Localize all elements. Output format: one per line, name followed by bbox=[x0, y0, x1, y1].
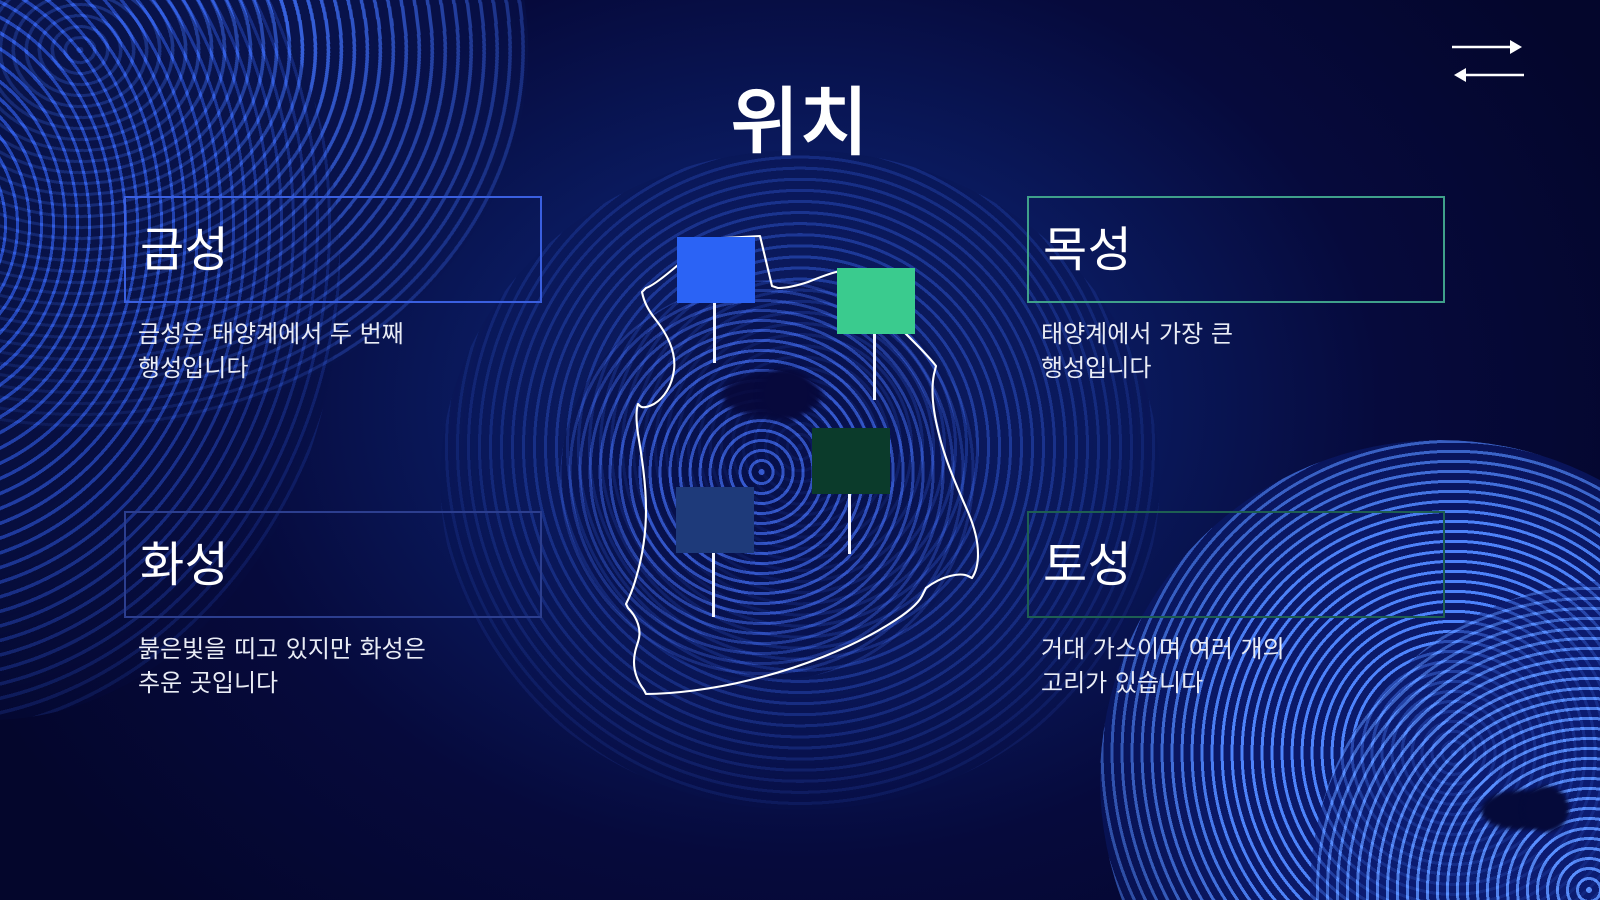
map-outline-svg bbox=[624, 234, 980, 696]
map-marker-jupiter[interactable] bbox=[837, 268, 915, 400]
info-card-venus-header: 금성 bbox=[124, 196, 542, 303]
map-marker-saturn[interactable] bbox=[812, 428, 890, 554]
navigation-arrows[interactable] bbox=[1450, 34, 1526, 90]
map-marker-jupiter-square bbox=[837, 268, 915, 334]
arrow-left-icon[interactable] bbox=[1454, 68, 1524, 82]
info-card-saturn-description: 거대 가스이며 여러 개의 고리가 있습니다 bbox=[1041, 635, 1285, 698]
map-marker-mars-pin bbox=[712, 553, 715, 617]
map-marker-venus-pin bbox=[713, 303, 716, 363]
map-marker-mars-square bbox=[676, 487, 754, 553]
info-card-jupiter-header: 목성 bbox=[1027, 196, 1445, 303]
ripple-core-blob-secondary bbox=[760, 368, 812, 420]
map-illustration bbox=[600, 190, 1000, 710]
map-marker-mars[interactable] bbox=[676, 487, 754, 617]
page-title: 위치 bbox=[730, 80, 870, 166]
map-marker-saturn-square bbox=[812, 428, 890, 494]
info-card-venus-title: 금성 bbox=[140, 221, 230, 278]
info-card-mars[interactable]: 화성 붉은빛을 띠고 있지만 화성은 추운 곳입니다 bbox=[124, 511, 542, 700]
info-card-venus[interactable]: 금성 금성은 태양계에서 두 번째 행성입니다 bbox=[124, 196, 542, 385]
map-outline-path bbox=[624, 234, 980, 696]
info-card-mars-header: 화성 bbox=[124, 511, 542, 618]
map-marker-venus-square bbox=[677, 237, 755, 303]
info-card-saturn-header: 토성 bbox=[1027, 511, 1445, 618]
map-marker-saturn-pin bbox=[848, 494, 851, 554]
info-card-jupiter-description: 태양계에서 가장 큰 행성입니다 bbox=[1041, 320, 1233, 383]
info-card-jupiter[interactable]: 목성 태양계에서 가장 큰 행성입니다 bbox=[1027, 196, 1445, 385]
ripple-core-blob-bottom-secondary bbox=[1523, 786, 1569, 832]
info-card-mars-description: 붉은빛을 띠고 있지만 화성은 추운 곳입니다 bbox=[138, 635, 426, 698]
map-marker-venus[interactable] bbox=[677, 237, 755, 363]
map-marker-jupiter-pin bbox=[873, 334, 876, 400]
info-card-jupiter-title: 목성 bbox=[1043, 221, 1133, 278]
info-card-saturn-title: 토성 bbox=[1043, 536, 1133, 593]
info-card-mars-title: 화성 bbox=[140, 536, 230, 593]
info-card-venus-description: 금성은 태양계에서 두 번째 행성입니다 bbox=[138, 320, 404, 383]
nav-arrows-svg bbox=[1452, 40, 1524, 82]
info-card-saturn[interactable]: 토성 거대 가스이며 여러 개의 고리가 있습니다 bbox=[1027, 511, 1445, 700]
arrow-right-icon[interactable] bbox=[1452, 40, 1522, 54]
